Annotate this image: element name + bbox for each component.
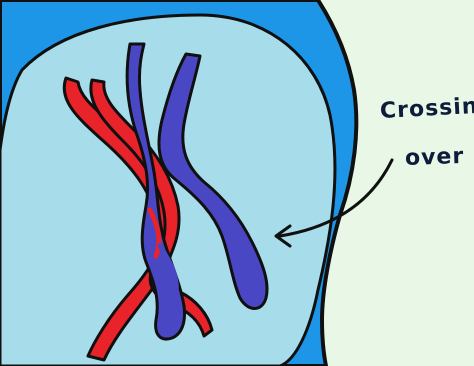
annotation-label-over: over [405,144,465,171]
annotation-label-crossing: Crossing [379,93,474,124]
